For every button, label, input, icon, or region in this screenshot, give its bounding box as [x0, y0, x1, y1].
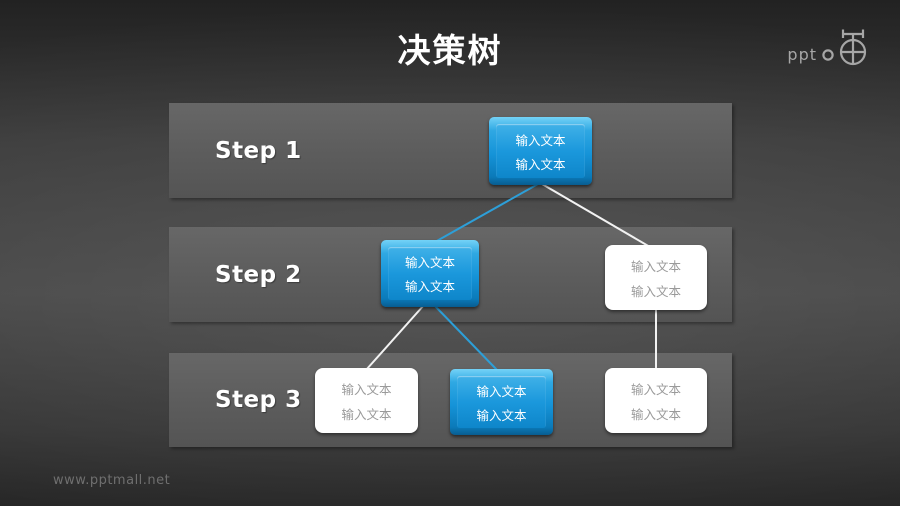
connector-step1blue-step2blue: [434, 183, 539, 243]
node-placeholder-text: 输入文本: [404, 279, 455, 294]
connector-step1blue-step2white: [541, 183, 651, 248]
node-placeholder-text: 输入文本: [630, 283, 681, 299]
node-placeholder-text: 输入文本: [515, 156, 566, 172]
node-placeholder-text: 输入文本: [476, 383, 527, 399]
node-placeholder-text: 输入文本: [630, 406, 681, 422]
node-placeholder-text: 输入文本: [341, 381, 392, 397]
node-inner-panel: 输入文本 输入文本: [457, 376, 546, 428]
node-placeholder-text: 输入文本: [630, 258, 681, 274]
cat-scale-icon: [822, 29, 867, 66]
watermark-url: www.pptmall.net: [53, 473, 171, 488]
tree-node-step2-blue: 输入文本 输入文本: [381, 240, 479, 307]
node-placeholder-text: 输入文本: [341, 406, 392, 422]
connector-step2blue-step3blue: [433, 304, 499, 372]
tree-node-step3-white-left: 输入文本 输入文本: [315, 368, 418, 433]
connector-step2blue-step3whiteL: [365, 304, 425, 371]
node-placeholder-text: 输入文本: [630, 381, 681, 397]
node-placeholder-text: 输入文本: [476, 407, 527, 423]
tree-node-step3-blue: 输入文本 输入文本: [450, 369, 553, 435]
step-label-3: Step 3: [215, 387, 302, 413]
step-row-1: Step 1: [169, 103, 732, 198]
tree-node-step1-blue: 输入文本 输入文本: [489, 117, 592, 185]
node-placeholder-text: 输入文本: [404, 255, 455, 270]
step-label-2: Step 2: [215, 261, 302, 288]
step-label-1: Step 1: [215, 137, 302, 164]
logo-text: ppt: [787, 45, 817, 64]
tree-node-step2-white: 输入文本 输入文本: [605, 245, 707, 310]
tree-node-step3-white-right: 输入文本 输入文本: [605, 368, 707, 433]
page-title: 决策树: [397, 31, 503, 70]
node-inner-panel: 输入文本 输入文本: [388, 247, 472, 300]
node-placeholder-text: 输入文本: [515, 132, 566, 148]
pptmall-logo: ppt: [787, 26, 872, 66]
node-inner-panel: 输入文本 输入文本: [496, 124, 585, 178]
